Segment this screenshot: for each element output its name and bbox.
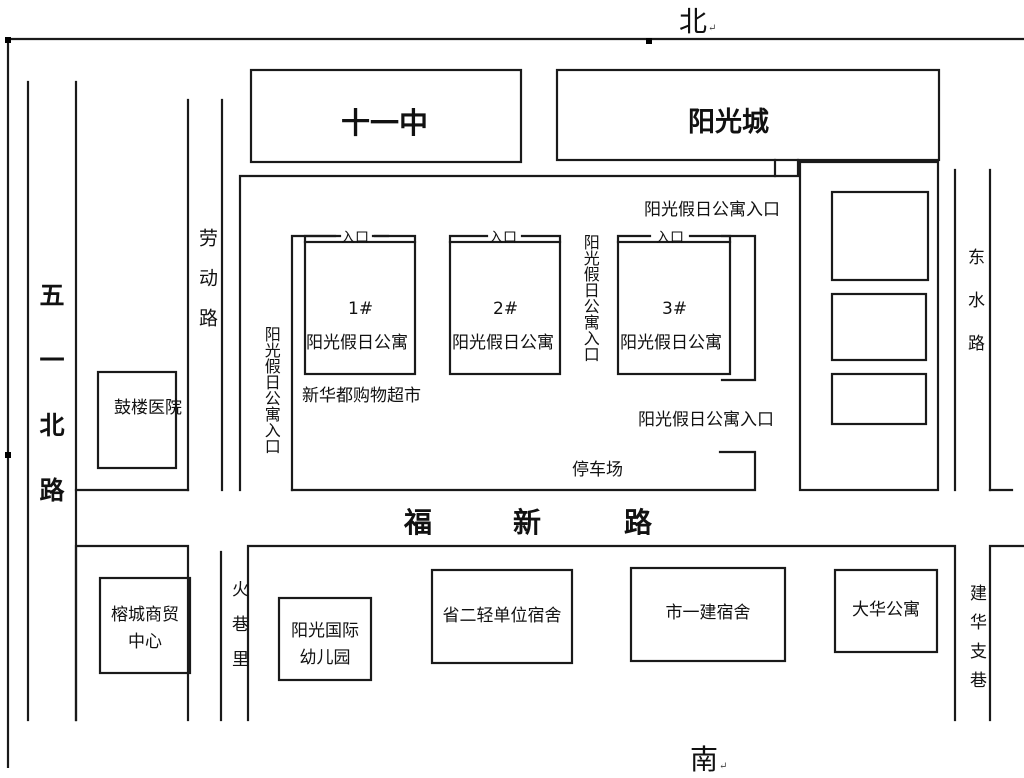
building-label-sunshine-city: 阳光城 [688,107,769,138]
building-label-kindergarten-1: 阳光国际 [291,621,359,641]
building-dahua-outline [833,568,939,654]
road-label-fuxin-3: 路 [624,506,653,539]
entrance-2-marks-right [520,234,562,244]
apartment-2-number: 2# [493,299,519,319]
building-trade-center-outline [98,576,192,675]
entrance-2-label: 入口 [489,230,517,246]
building-dorm-light-outline [430,568,574,665]
east-building-2 [830,292,928,362]
compass-north: 北↵ [679,5,717,38]
entrance-3-marks [616,234,652,244]
road-label-fuxin-2: 新 [513,506,542,539]
fuxin-south-mid [246,544,957,722]
compound-outline [290,234,337,492]
compass-south: 南↵ [690,743,728,776]
apartment-2-outline [448,240,562,376]
building-label-trade-center-2: 中心 [128,632,162,652]
apartment-1-number: 1# [348,299,374,319]
building-label-school: 十一中 [341,106,429,140]
east-building-1 [830,190,930,282]
building-label-trade-center-1: 榕城商贸 [111,605,179,625]
apartment-3-outline [616,240,732,376]
building-label-dorm-light-industry: 省二轻单位宿舍 [442,606,562,626]
entrance-label-west-vertical: 阳光假日公寓入口 [261,326,281,454]
building-hospital-outline [96,370,178,470]
road-label-wuyi-bei: 五一北路 [36,282,65,542]
compound-right-upper [720,234,757,382]
building-label-dorm-city-construction: 市一建宿舍 [665,603,751,623]
apartment-2-name: 阳光假日公寓 [452,333,554,353]
building-dorm-construction-outline [629,566,787,663]
entrance-1-label: 入口 [341,230,369,246]
apartment-1-outline [303,240,417,376]
compound-parking-boundary [290,450,757,492]
entrance-1-marks [303,234,342,244]
east-building-3 [830,372,928,426]
central-block-outline [238,158,777,492]
road-label-jianhua: 建华支巷 [966,584,986,700]
entrance-3-label: 入口 [656,230,684,246]
supermarket-label: 新华都购物超市 [302,386,421,406]
entrance-1-marks-right [373,234,417,244]
road-label-huoxiang: 火巷里 [228,580,248,685]
entrance-3-marks-right [688,234,732,244]
apartment-1-name: 阳光假日公寓 [306,333,408,353]
building-label-dahua: 大华公寓 [852,600,920,620]
road-label-dongshui: 东水路 [964,248,984,377]
building-label-kindergarten-2: 幼儿园 [299,648,351,668]
central-block-right [773,158,800,178]
apartment-3-number: 3# [662,299,688,319]
road-label-fuxin-1: 福 [404,506,433,539]
building-school-outline [249,68,523,164]
entrance-label-top-right: 阳光假日公寓入口 [644,200,780,220]
entrance-2-marks [448,234,489,244]
building-kindergarten-outline [277,596,373,682]
fuxin-south-right [988,544,1024,722]
frame-top-marker [646,38,652,44]
entrance-label-middle-vertical: 阳光假日公寓入口 [580,234,600,362]
building-sunshine-city-outline [555,68,941,162]
east-block-outline [798,160,940,492]
frame-left-marker [5,452,11,458]
entrance-label-right: 阳光假日公寓入口 [638,410,774,430]
fuxin-south-left [74,544,190,722]
building-label-hospital: 鼓楼医院 [114,398,182,418]
parking-label: 停车场 [572,460,623,480]
frame-corner-marker [5,37,11,43]
apartment-3-name: 阳光假日公寓 [620,333,722,353]
road-label-laodong: 劳动路 [196,228,218,348]
